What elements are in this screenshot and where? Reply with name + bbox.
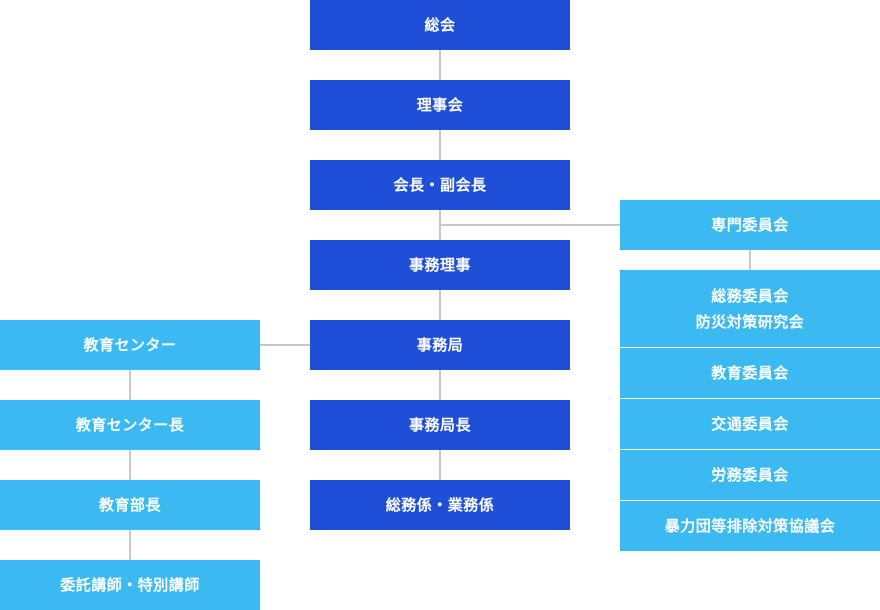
connector-edu-center-head bbox=[129, 370, 131, 400]
committee-labor-label: 労務委員会 bbox=[711, 466, 789, 484]
education-center-head-label: 教育センター長 bbox=[75, 416, 185, 434]
general-business-staff-label: 総務係・業務係 bbox=[385, 496, 495, 514]
connector-secretariat-chief bbox=[439, 370, 441, 400]
committee-item-anti-gang: 暴力団等排除対策協議会 bbox=[620, 500, 880, 551]
board-of-directors-box: 理事会 bbox=[310, 80, 570, 130]
connector-to-special-committee bbox=[440, 224, 620, 226]
committee-general-affairs-label: 総務委員会 bbox=[711, 286, 789, 305]
committee-education-label: 教育委員会 bbox=[711, 364, 789, 382]
connector-general-board bbox=[439, 50, 441, 80]
connector-executive-secretariat bbox=[439, 290, 441, 320]
executive-director-label: 事務理事 bbox=[408, 256, 471, 274]
education-center-head-box: 教育センター長 bbox=[0, 400, 260, 450]
education-dept-head-label: 教育部長 bbox=[98, 496, 161, 514]
committee-item-education: 教育委員会 bbox=[620, 347, 880, 398]
secretariat-chief-label: 事務局長 bbox=[408, 416, 471, 434]
education-dept-head-box: 教育部長 bbox=[0, 480, 260, 530]
committee-anti-gang-label: 暴力団等排除対策協議会 bbox=[664, 517, 836, 535]
education-center-box: 教育センター bbox=[0, 320, 260, 370]
education-center-label: 教育センター bbox=[83, 336, 177, 354]
lecturers-label: 委託講師・特別講師 bbox=[60, 576, 200, 594]
chairman-vice-label: 会長・副会長 bbox=[393, 176, 487, 194]
executive-director-box: 事務理事 bbox=[310, 240, 570, 290]
general-meeting-label: 総会 bbox=[424, 16, 456, 34]
committee-item-general-affairs: 総務委員会 防災対策研究会 bbox=[620, 270, 880, 347]
special-committee-label: 専門委員会 bbox=[711, 216, 789, 234]
chairman-vice-box: 会長・副会長 bbox=[310, 160, 570, 210]
connector-special-committees bbox=[749, 250, 751, 270]
connector-edu-dept-lecturers bbox=[129, 530, 131, 560]
connector-chief-staff bbox=[439, 450, 441, 480]
secretariat-chief-box: 事務局長 bbox=[310, 400, 570, 450]
connector-secretariat-education-center bbox=[260, 344, 310, 346]
lecturers-box: 委託講師・特別講師 bbox=[0, 560, 260, 610]
special-committee-box: 専門委員会 bbox=[620, 200, 880, 250]
connector-board-chairman bbox=[439, 130, 441, 160]
board-of-directors-label: 理事会 bbox=[416, 96, 464, 114]
committee-item-labor: 労務委員会 bbox=[620, 449, 880, 500]
committee-disaster-prevention-label: 防災対策研究会 bbox=[695, 312, 805, 331]
general-meeting-box: 総会 bbox=[310, 0, 570, 50]
committee-traffic-label: 交通委員会 bbox=[711, 415, 789, 433]
general-business-staff-box: 総務係・業務係 bbox=[310, 480, 570, 530]
secretariat-box: 事務局 bbox=[310, 320, 570, 370]
secretariat-label: 事務局 bbox=[416, 336, 464, 354]
committee-item-traffic: 交通委員会 bbox=[620, 398, 880, 449]
connector-edu-head-dept bbox=[129, 450, 131, 480]
